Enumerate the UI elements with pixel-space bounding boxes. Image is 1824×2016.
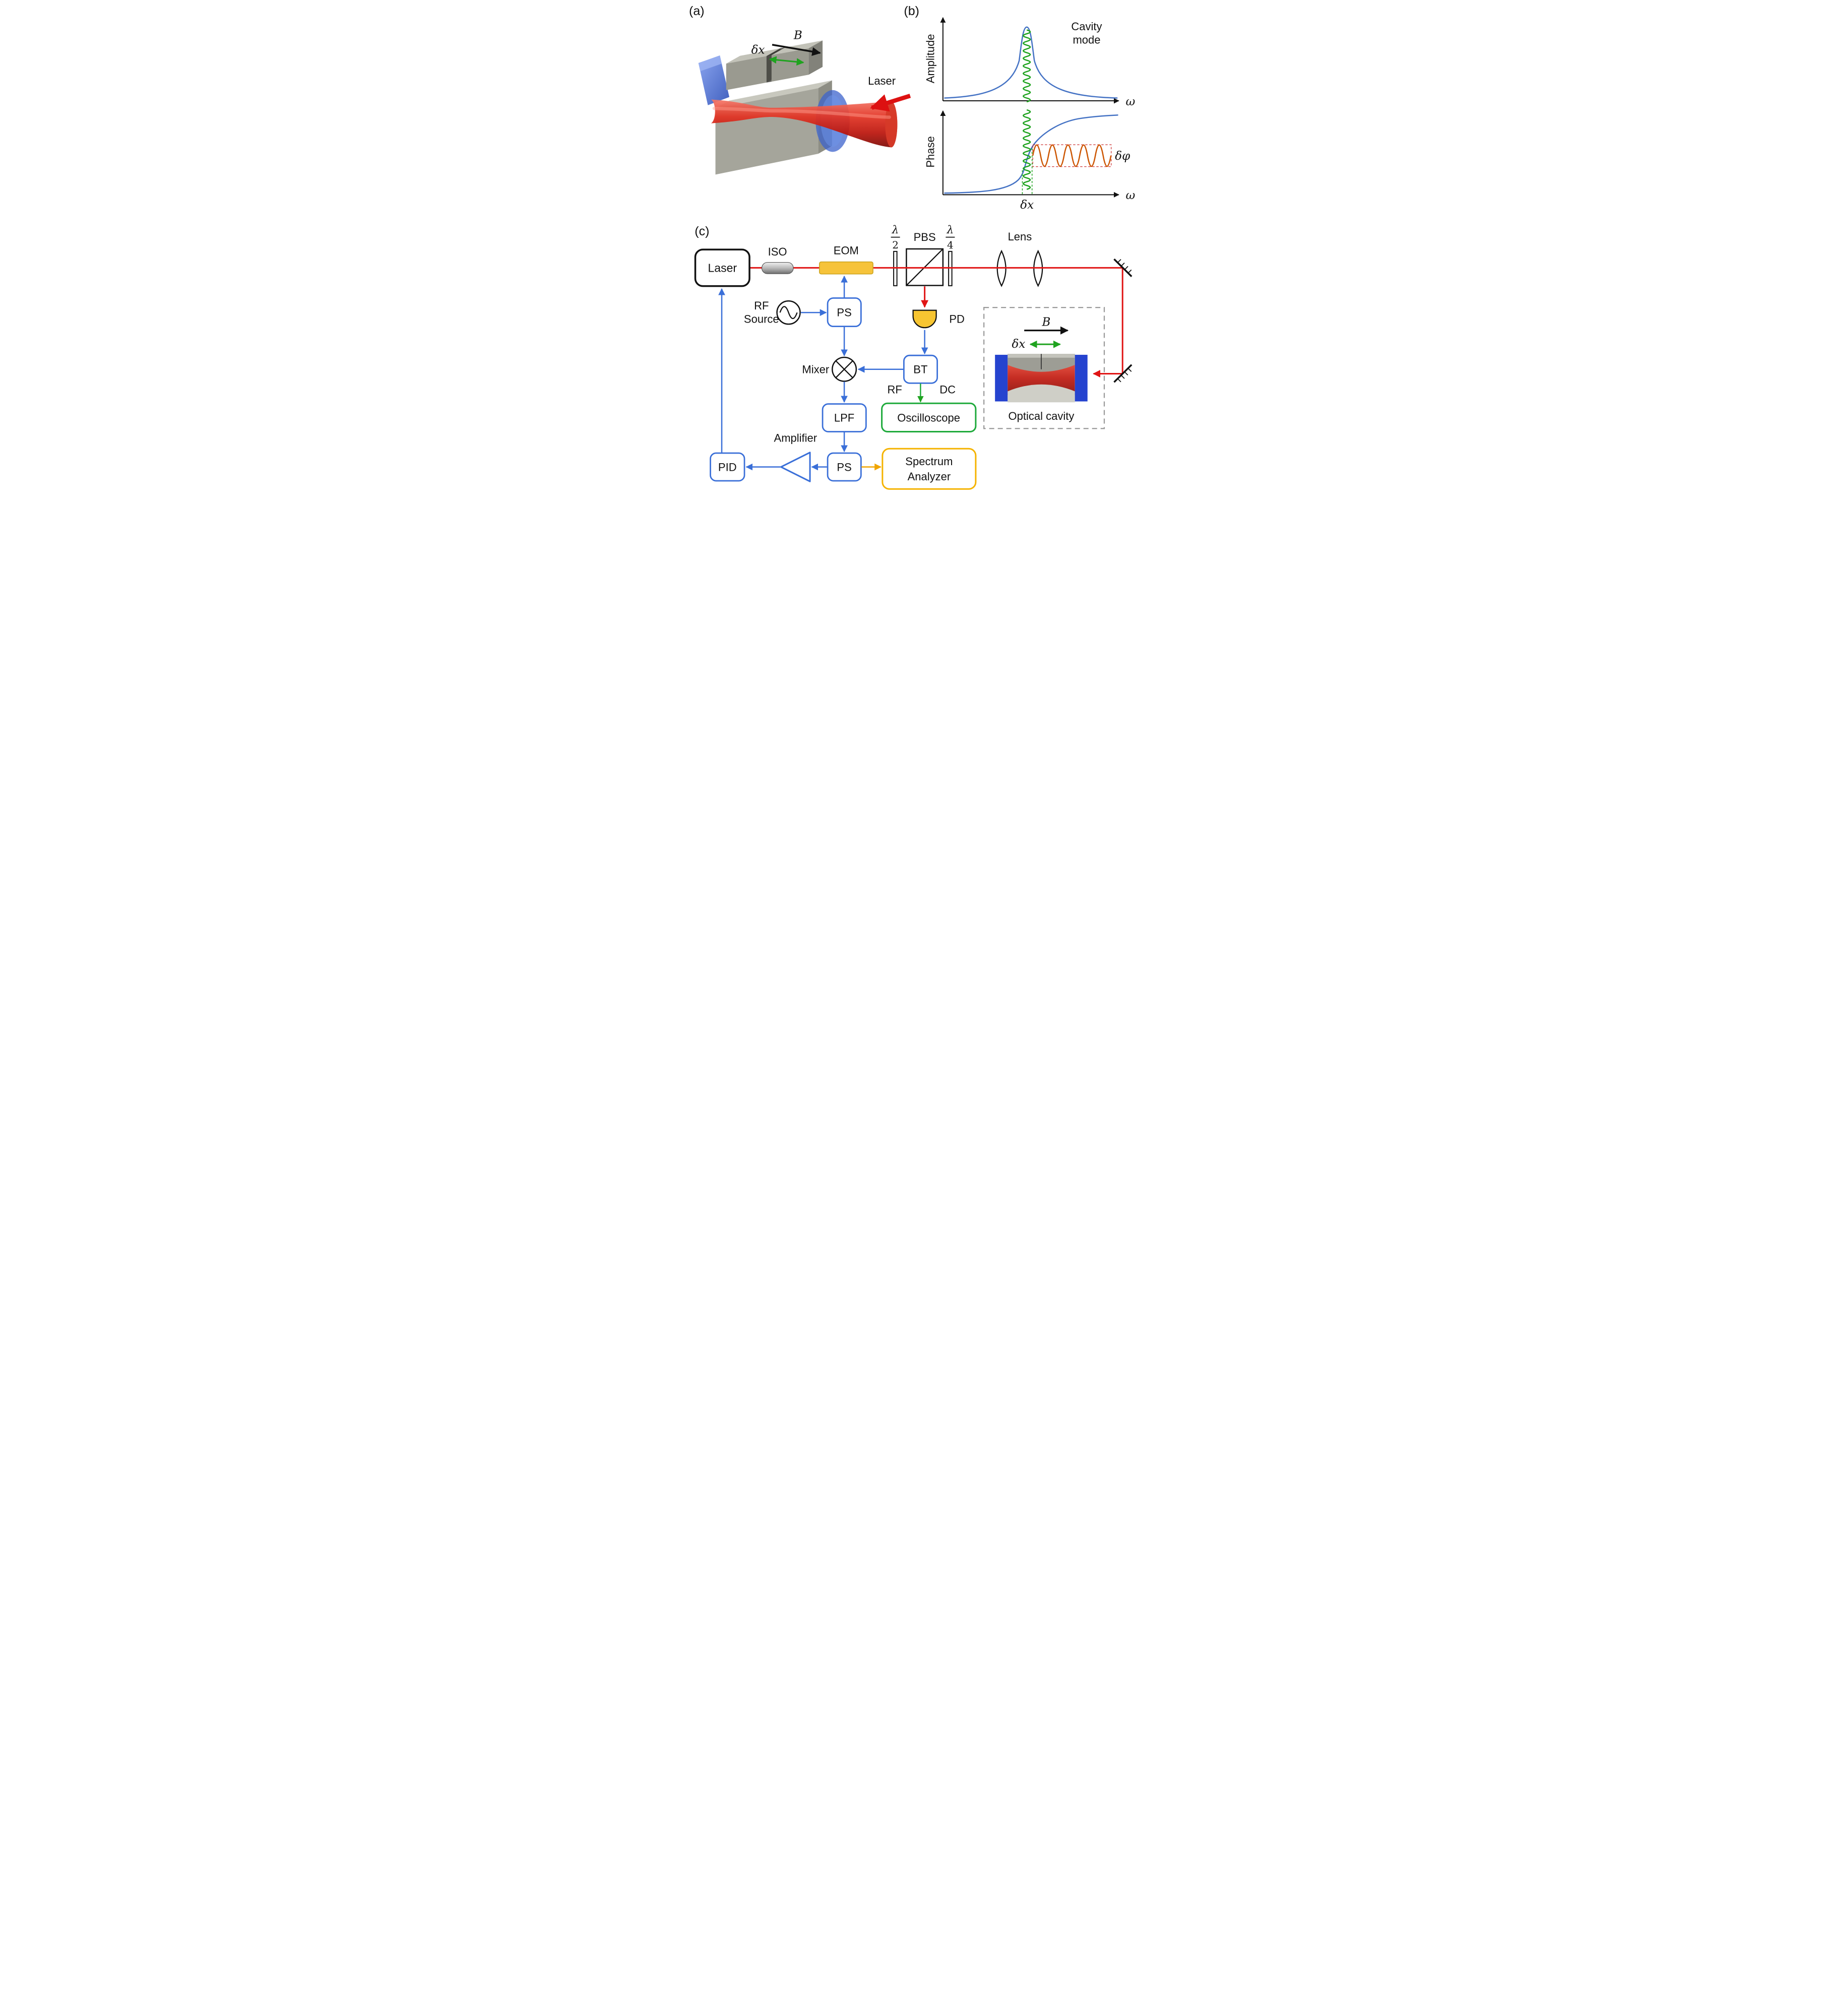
ps-top-label: PS [837, 306, 851, 319]
figure-svg: (a) [689, 4, 1135, 490]
inset-cavity-render [995, 354, 1088, 403]
figure-root: (a) [684, 0, 1140, 505]
optical-beam [711, 99, 898, 148]
panel-c: (c) [694, 224, 1133, 490]
pd-label: PD [949, 313, 965, 326]
amplifier-label: Amplifier [774, 431, 817, 444]
b-field-label: B [793, 29, 802, 42]
bt-rf-port-label: RF [887, 384, 902, 396]
spectrum-analyzer-box [882, 448, 977, 490]
eom-modulator [819, 261, 873, 275]
sine-icon [779, 306, 798, 320]
ps-box-bottom [827, 452, 862, 482]
rf-source-label-2: Source [744, 313, 779, 326]
panel-a-label: (a) [689, 4, 705, 18]
cavity-blue-mount-highlight [698, 55, 722, 72]
pid-box [710, 452, 745, 482]
hwp-denominator: 2 [892, 239, 899, 251]
signal-connections [718, 275, 928, 471]
bt-label: BT [913, 363, 927, 376]
phase-plot: Phase ω δx δφ [924, 109, 1135, 212]
phase-mod-wave [1032, 144, 1112, 167]
displacement-label: δx [751, 43, 765, 56]
lens-label: Lens [1008, 230, 1032, 243]
pbs-label: PBS [914, 231, 936, 243]
mixer [832, 356, 857, 382]
dx-annotation: δx [1020, 199, 1034, 212]
optical-cavity-inset: B δx Optical cavity [983, 307, 1105, 429]
photodiode [912, 309, 937, 329]
mixer-label: Mixer [802, 363, 829, 376]
lpf-label: LPF [834, 411, 854, 424]
lorentzian-curve [944, 26, 1118, 99]
pid-label: PID [718, 461, 737, 474]
panel-c-label: (c) [695, 224, 709, 238]
rf-source [776, 300, 801, 325]
amplitude-axis-label: Amplitude [924, 34, 936, 83]
oscilloscope-box [881, 402, 977, 432]
laser-box [694, 248, 750, 287]
laser-input-arrow [870, 93, 911, 112]
panel-b: (b) Amplitude ω Cavity mode Phase ω δx [904, 4, 1135, 212]
magnet-gap-slit-top [766, 47, 786, 56]
displacement-arrow [769, 56, 804, 66]
carrier-wave-top [1023, 29, 1031, 103]
qwp-denominator: 4 [947, 239, 954, 251]
panel-a: (a) [689, 4, 911, 175]
mirror-1 [1113, 258, 1133, 277]
inset-dx-label: δx [1012, 338, 1026, 351]
inset-dashed-border [983, 307, 1105, 429]
mirror-2 [1113, 364, 1133, 383]
carrier-wave-bottom [1023, 109, 1031, 190]
phase-omega-label: ω [1125, 189, 1135, 202]
half-wave-fraction: λ 2 [891, 224, 900, 251]
eom-label: EOM [834, 244, 859, 257]
inset-bottom-mirror-block [1008, 384, 1075, 403]
spectrum-analyzer-label-1: Spectrum [905, 455, 953, 468]
cavity-mode-label-2: mode [1073, 33, 1100, 46]
oscilloscope-label: Oscilloscope [897, 411, 960, 424]
inset-blue-mount-right [1075, 354, 1088, 402]
amplitude-plot: Amplitude ω Cavity mode [924, 17, 1135, 108]
ps-bottom-label: PS [837, 461, 851, 474]
phase-mod-annotation: δφ [1115, 150, 1130, 163]
b-field-arrow [772, 44, 821, 56]
inset-b-field-label: B [1041, 316, 1050, 329]
phase-curve [944, 114, 1118, 194]
inset-blue-mount-left [995, 354, 1008, 402]
spectrum-analyzer-label-2: Analyzer [908, 470, 951, 483]
inset-caption: Optical cavity [1009, 410, 1075, 422]
quarter-wave-fraction: λ 4 [946, 224, 955, 251]
iso-isolator [762, 262, 794, 274]
panel-b-label: (b) [904, 4, 919, 18]
cavity-bottom-magnet [715, 80, 832, 175]
qwp-numerator: λ [947, 224, 954, 236]
amplifier-triangle [780, 452, 811, 482]
amplitude-omega-label: ω [1125, 95, 1135, 108]
iso-label: ISO [768, 245, 787, 258]
laser-box-label: Laser [708, 262, 737, 275]
cavity-mode-label-1: Cavity [1071, 20, 1102, 33]
hwp-numerator: λ [892, 224, 899, 236]
laser-input-label: Laser [868, 75, 896, 87]
beam-path [749, 267, 1123, 377]
phase-axis-label: Phase [924, 136, 936, 167]
bt-dc-port-label: DC [939, 384, 956, 396]
rf-source-label-1: RF [754, 299, 769, 312]
lpf-box [822, 403, 867, 432]
